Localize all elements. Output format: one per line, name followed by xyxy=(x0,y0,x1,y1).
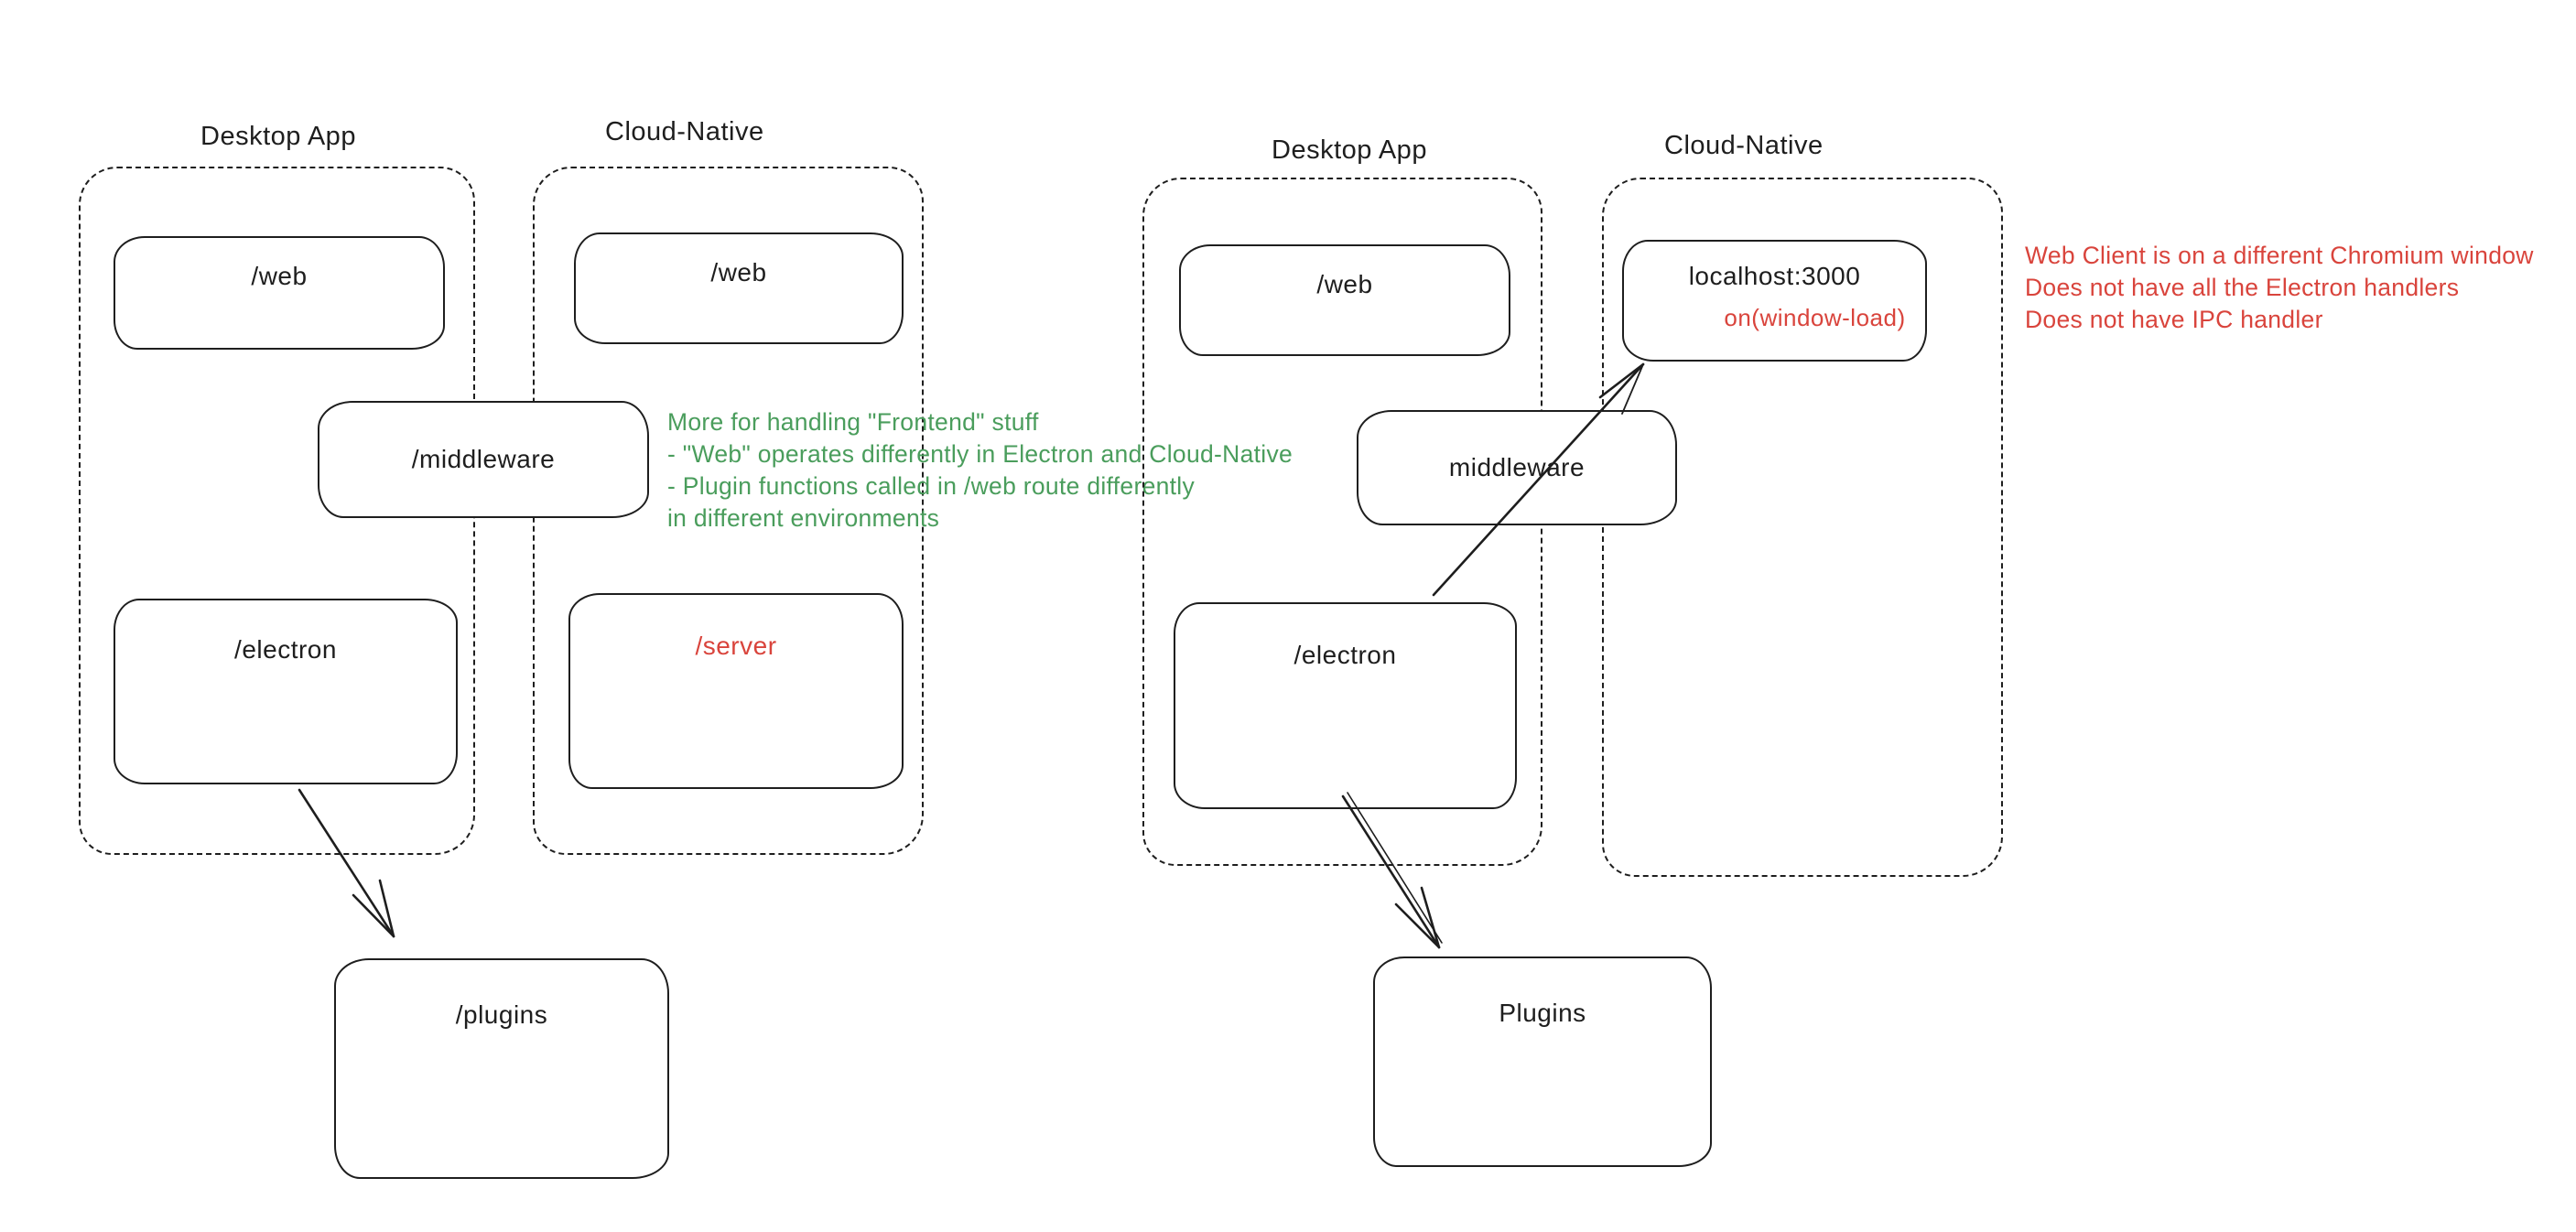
red-note-line: Does not have all the Electron handlers xyxy=(2025,274,2460,301)
green-note-line: - Plugin functions called in /web route … xyxy=(667,472,1196,500)
left-plugins-label: /plugins xyxy=(455,1000,548,1029)
left-electron-box: /electron xyxy=(114,599,458,784)
left-desktop-web-label: /web xyxy=(251,262,308,290)
green-note-line: More for handling "Frontend" stuff xyxy=(667,408,1039,436)
left-desktop-app-label: Desktop App xyxy=(200,122,356,151)
left-cloud-web-label: /web xyxy=(710,258,767,286)
right-plugins-label: Plugins xyxy=(1499,999,1586,1027)
red-note: Web Client is on a different Chromium wi… xyxy=(2025,240,2534,336)
right-plugins-box: Plugins xyxy=(1373,956,1712,1167)
left-server-box: /server xyxy=(568,593,904,789)
green-note-line: - "Web" operates differently in Electron… xyxy=(667,440,1293,468)
left-cloud-native-label: Cloud-Native xyxy=(605,117,764,146)
left-middleware-label: /middleware xyxy=(411,445,556,473)
right-middleware-label: middleware xyxy=(1448,453,1586,481)
right-desktop-web-box: /web xyxy=(1179,244,1510,356)
left-cloud-web-box: /web xyxy=(574,232,904,344)
red-note-line: Does not have IPC handler xyxy=(2025,306,2323,333)
right-localhost-label: localhost:3000 xyxy=(1688,262,1861,290)
right-electron-label: /electron xyxy=(1293,641,1397,669)
left-server-label: /server xyxy=(695,632,777,660)
red-note-line: Web Client is on a different Chromium wi… xyxy=(2025,242,2534,269)
green-note: More for handling "Frontend" stuff - "We… xyxy=(667,406,1293,535)
right-electron-box: /electron xyxy=(1174,602,1517,809)
right-cloud-native-label: Cloud-Native xyxy=(1664,131,1824,160)
green-note-line: in different environments xyxy=(667,504,940,532)
right-desktop-web-label: /web xyxy=(1316,270,1373,298)
right-window-load-label: on(window-load) xyxy=(1724,304,1906,331)
right-desktop-app-label: Desktop App xyxy=(1272,135,1427,165)
left-plugins-box: /plugins xyxy=(334,958,669,1179)
left-electron-label: /electron xyxy=(234,635,337,664)
right-localhost-box: localhost:3000 on(window-load) xyxy=(1622,240,1927,362)
right-middleware-box: middleware xyxy=(1357,410,1677,525)
left-middleware-box: /middleware xyxy=(318,401,649,518)
left-desktop-web-box: /web xyxy=(114,236,445,350)
